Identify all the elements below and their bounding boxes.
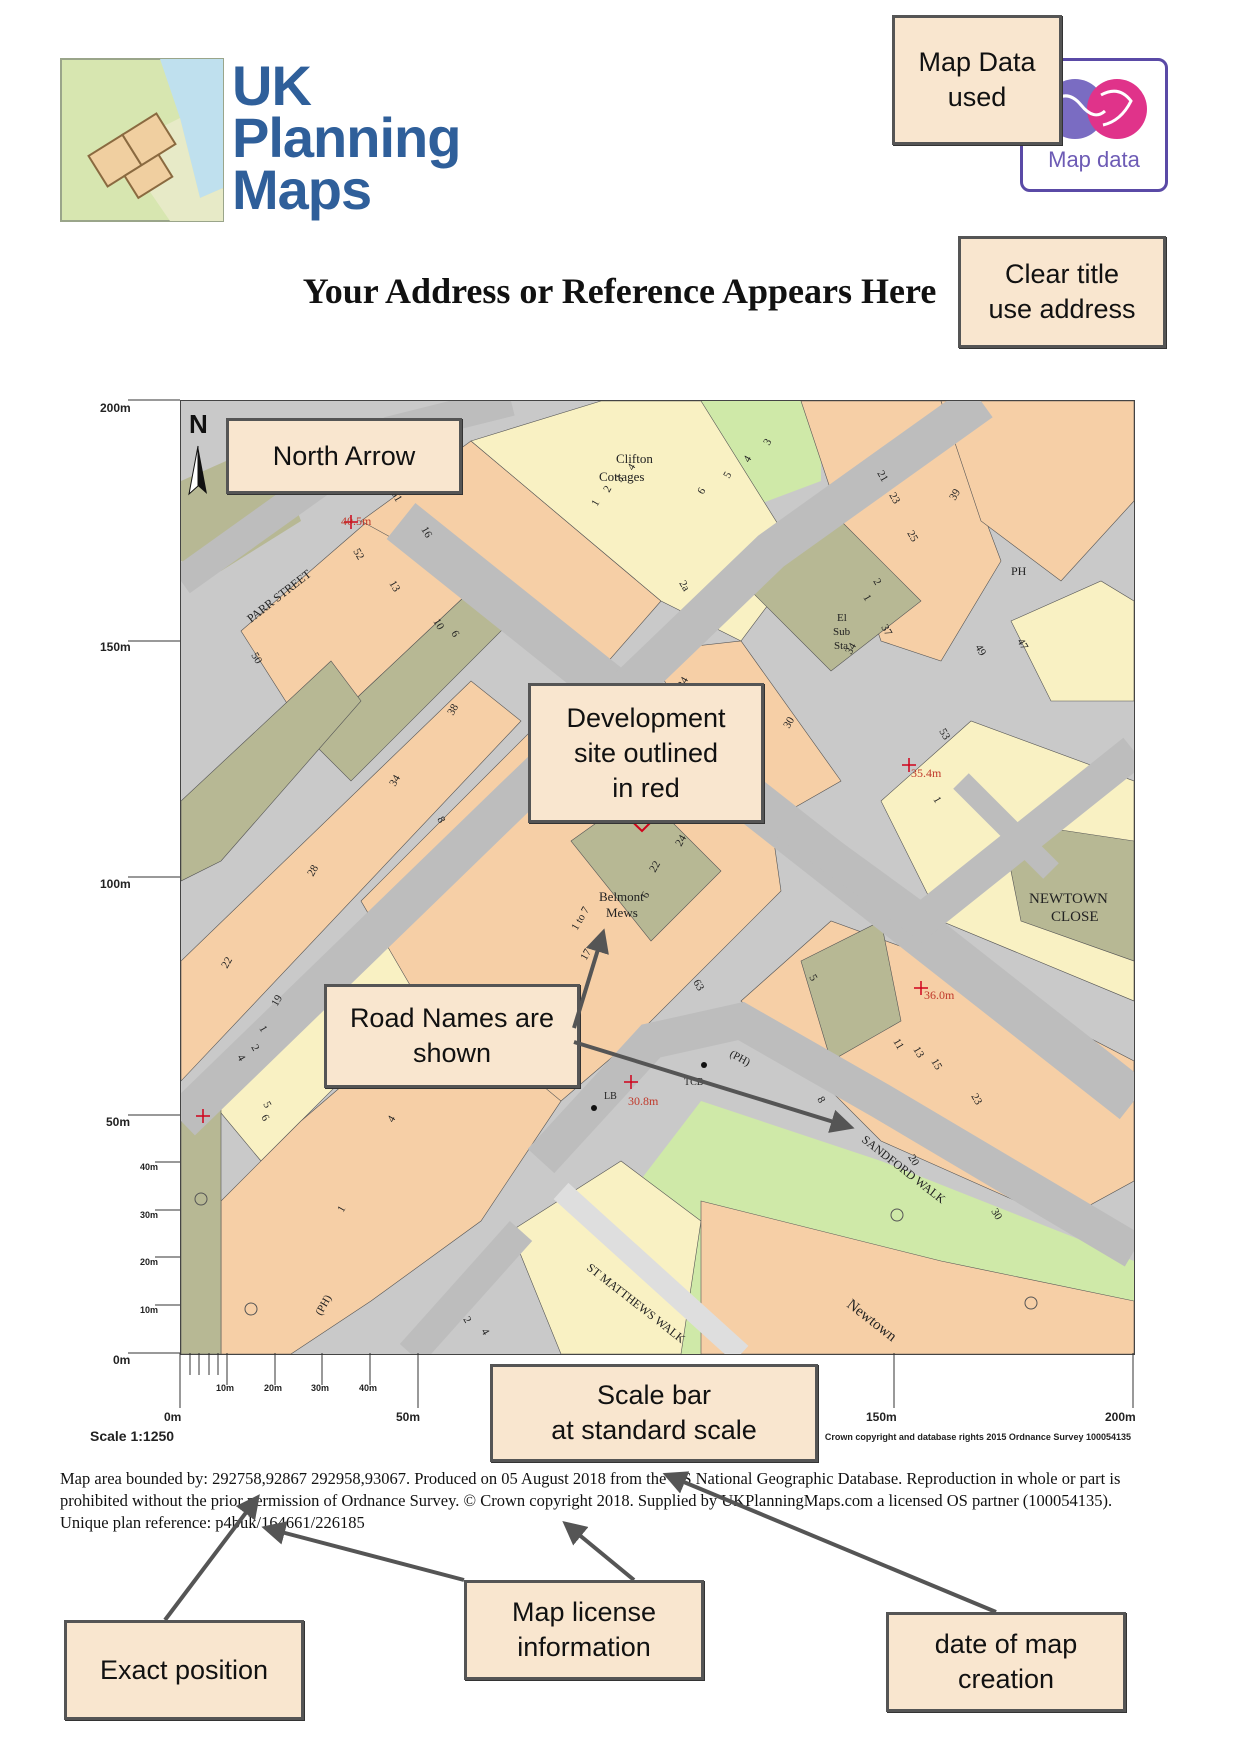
- house-number: 6: [639, 889, 652, 900]
- callout-map-data-used: Map Data used: [892, 15, 1062, 145]
- tree-icons: [194, 1192, 1038, 1316]
- building-block: [181, 680, 522, 1082]
- arrow-license-1: [261, 1521, 465, 1582]
- y-tick-50: 50m: [106, 1115, 131, 1129]
- x-tick-50: 50m: [396, 1410, 421, 1424]
- x-tick-200: 200m: [1105, 1410, 1136, 1424]
- house-number: 1: [930, 795, 943, 806]
- logo-wordmark: UK Planning Maps: [232, 54, 461, 221]
- y-tick-200: 200m: [100, 401, 131, 415]
- label-newtown-close-2: CLOSE: [1051, 909, 1099, 925]
- building-block: [940, 401, 1134, 582]
- callout-clear-title: Clear title use address: [958, 236, 1166, 348]
- callout-north-arrow: North Arrow: [226, 418, 462, 494]
- logo-word-maps: Maps: [232, 158, 372, 221]
- house-number: 5: [721, 469, 734, 480]
- callout-date-of-creation: date of map creation: [886, 1612, 1126, 1712]
- house-number: 52: [350, 547, 366, 563]
- callout-scale-bar: Scale bar at standard scale: [490, 1364, 818, 1462]
- olive-area: [181, 1100, 222, 1354]
- house-number: 2: [601, 484, 614, 495]
- y-tick-40: 40m: [140, 1162, 159, 1172]
- y-tick-30: 30m: [140, 1210, 159, 1220]
- house-number: 2: [248, 1043, 261, 1054]
- logo-map-tile-icon: [60, 58, 224, 222]
- house-number: 6: [695, 485, 708, 496]
- house-number: 4: [741, 453, 754, 464]
- page-title: Your Address or Reference Appears Here: [302, 271, 937, 311]
- callout-road-names: Road Names are shown: [324, 984, 580, 1088]
- y-tick-20: 20m: [140, 1257, 159, 1267]
- house-number: 1: [860, 593, 873, 604]
- copyright-small: Crown copyright and database rights 2015…: [824, 1432, 1131, 1442]
- house-number: 1: [335, 1204, 348, 1215]
- label-sta: Sta: [834, 640, 848, 652]
- house-number: 1: [256, 1024, 269, 1035]
- spot-height-3: 36.0m: [924, 988, 955, 1002]
- building-block: [510, 1160, 702, 1354]
- label-sub: Sub: [833, 626, 851, 638]
- label-cottages: Cottages: [599, 469, 645, 484]
- x-tick-150: 150m: [866, 1410, 897, 1424]
- house-number: 2: [870, 577, 883, 588]
- label-newtown-close-1: NEWTOWN: [1029, 891, 1108, 907]
- house-number: 3: [613, 473, 626, 484]
- north-letter: N: [189, 409, 208, 439]
- house-number: 4: [478, 1327, 491, 1338]
- x-tick-10: 10m: [216, 1383, 235, 1393]
- label-belmont: Belmont: [599, 889, 644, 904]
- house-number: 8: [434, 815, 447, 826]
- label-lb: LB: [604, 1091, 617, 1102]
- house-number: 6: [258, 1113, 271, 1124]
- house-number: 4: [385, 1113, 398, 1124]
- callout-exact-position: Exact position: [64, 1620, 304, 1720]
- x-tick-0: 0m: [164, 1410, 182, 1424]
- house-number: 22: [219, 955, 235, 971]
- map-footer-info: Map area bounded by: 292758,92867 292958…: [60, 1469, 1121, 1532]
- os-map: N PARR STREET SANDFORD WALK ST MATTHEWS …: [180, 400, 1135, 1355]
- cross-road: [181, 401, 993, 1136]
- os-badge-label: Map data: [1048, 147, 1140, 172]
- house-number: 3: [761, 436, 774, 447]
- label-mews: Mews: [606, 905, 638, 920]
- house-number: 5: [260, 1100, 273, 1111]
- label-tcb: TCB: [684, 1077, 704, 1088]
- house-number: 22: [647, 859, 663, 875]
- house-number: 5: [806, 973, 819, 984]
- y-tick-0: 0m: [113, 1353, 131, 1367]
- logo-word-planning: Planning: [232, 106, 461, 169]
- house-number: 1: [589, 498, 602, 509]
- uk-planning-maps-logo: UK Planning Maps: [60, 58, 480, 230]
- callout-map-license: Map license information: [464, 1580, 704, 1680]
- label-el: El: [837, 612, 847, 624]
- map-canvas: N PARR STREET SANDFORD WALK ST MATTHEWS …: [181, 401, 1134, 1354]
- north-arrow-icon: N: [188, 409, 208, 496]
- x-tick-30: 30m: [311, 1383, 330, 1393]
- label-clifton: Clifton: [616, 451, 653, 466]
- spot-height-1: 40.5m: [341, 514, 372, 528]
- building-block: [1010, 580, 1134, 702]
- house-number: 21: [874, 469, 890, 485]
- house-number: 11: [890, 1037, 906, 1052]
- house-number: 4: [625, 461, 638, 472]
- y-tick-150: 150m: [100, 640, 131, 654]
- house-number: 4: [234, 1053, 247, 1064]
- olive-area: [800, 920, 902, 1062]
- y-tick-10: 10m: [140, 1305, 159, 1315]
- logo-word-uk: UK: [232, 54, 312, 117]
- callout-development-site: Development site outlined in red: [528, 683, 764, 823]
- x-tick-40: 40m: [359, 1383, 378, 1393]
- spot-height-2: 35.4m: [911, 766, 942, 780]
- building-block: [181, 660, 362, 882]
- house-number: 2: [460, 1315, 473, 1326]
- label-ph-a: PH: [1011, 564, 1027, 578]
- scale-label: Scale 1:1250: [90, 1428, 175, 1444]
- st-matthews-walk: [553, 1182, 749, 1354]
- x-tick-20: 20m: [264, 1383, 283, 1393]
- spot-height-4: 30.8m: [628, 1094, 659, 1108]
- y-tick-100: 100m: [100, 877, 131, 891]
- house-number: 6: [448, 629, 461, 640]
